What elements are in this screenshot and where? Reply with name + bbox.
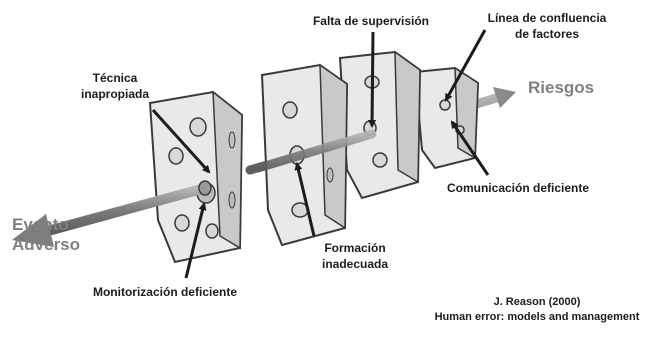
citation: J. Reason (2000) Human error: models and… bbox=[412, 295, 662, 325]
label-tecnica-line2: inapropiada bbox=[60, 86, 170, 102]
label-formacion-inadecuada: Formación inadecuada bbox=[300, 240, 410, 272]
label-comunicacion-deficiente: Comunicación deficiente bbox=[428, 180, 608, 196]
label-formacion-line1: Formación bbox=[300, 240, 410, 256]
arrow-supervision bbox=[372, 32, 373, 126]
defense-slice-3 bbox=[340, 52, 420, 198]
label-falta-supervision: Falta de supervisión bbox=[286, 13, 456, 29]
label-formacion-line2: inadecuada bbox=[300, 256, 410, 272]
defense-slice-4 bbox=[415, 68, 478, 168]
adverse-event-label-line2: Adverso bbox=[12, 235, 80, 255]
label-linea-line2: de factores bbox=[472, 26, 622, 42]
label-linea-line1: Línea de confluencia bbox=[472, 10, 622, 26]
label-tecnica-inapropiada: Técnica inapropiada bbox=[60, 70, 170, 102]
label-tecnica-line1: Técnica bbox=[60, 70, 170, 86]
label-monitorizacion-deficiente: Monitorización deficiente bbox=[60, 284, 270, 300]
risk-label: Riesgos bbox=[528, 78, 594, 98]
citation-author: J. Reason (2000) bbox=[412, 295, 662, 310]
label-linea-confluencia: Línea de confluencia de factores bbox=[472, 10, 622, 42]
citation-title: Human error: models and management bbox=[412, 310, 662, 325]
adverse-event-label-line1: Evento bbox=[12, 215, 80, 235]
adverse-event-label: Evento Adverso bbox=[12, 215, 80, 255]
